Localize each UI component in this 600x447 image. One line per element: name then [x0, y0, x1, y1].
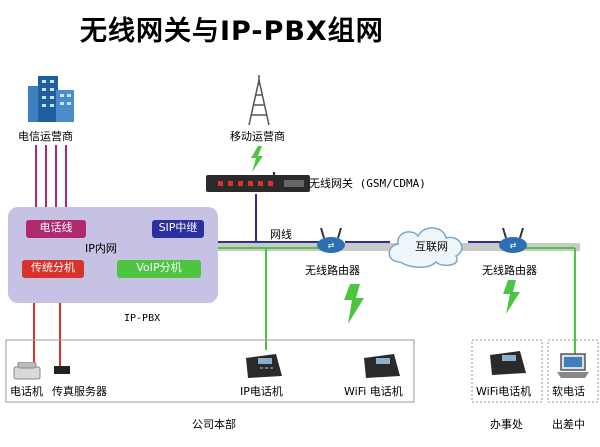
headquarters-label: 公司本部	[192, 418, 236, 431]
ip-phone-icon	[246, 354, 282, 378]
network-cable-label: 网线	[270, 228, 292, 241]
wifi-phone-office-label: WiFi电话机	[476, 385, 532, 398]
business-trip-label: 出差中	[552, 418, 585, 431]
laptop-icon	[557, 353, 589, 378]
svg-text:⇄: ⇄	[328, 241, 335, 250]
wifi-phone-icon	[490, 351, 526, 375]
ippbx-label: IP-PBX	[124, 313, 161, 324]
building-icon	[28, 76, 74, 122]
traditional-extension-label: 传统分机	[22, 260, 84, 278]
wireless-gateway-label: 无线网关 (GSM/CDMA)	[309, 177, 426, 190]
wireless-signal-icon	[251, 146, 263, 172]
ip-intranet-label: IP内网	[85, 242, 117, 255]
fax-server-label: 传真服务器	[52, 385, 107, 398]
router-right-label: 无线路由器	[482, 264, 537, 277]
svg-text:⇄: ⇄	[510, 241, 517, 250]
internet-label: 互联网	[415, 240, 448, 253]
softphone-label: 软电话	[552, 385, 585, 398]
business-trip-frame	[547, 339, 599, 403]
phone-label: 电话机	[10, 385, 43, 398]
sip-trunk-label: SIP中继	[152, 220, 204, 238]
voip-lines	[200, 247, 576, 355]
fax-server-icon	[54, 366, 70, 374]
branch-office-frame	[471, 339, 543, 403]
wireless-gateway-icon	[206, 172, 310, 192]
router-left-label: 无线路由器	[305, 264, 360, 277]
wifi-signal-icon	[344, 284, 364, 324]
branch-office-label: 办事处	[490, 418, 523, 431]
diagram-title: 无线网关与IP-PBX组网	[80, 16, 384, 47]
telecom-operator-label: 电信运营商	[18, 130, 73, 143]
phone-line-label: 电话线	[26, 220, 86, 238]
wifi-phone-hq-label: WiFi 电话机	[344, 385, 403, 398]
internet-cloud-icon	[388, 227, 463, 268]
wifi-phone-icon	[364, 354, 400, 378]
voip-extension-label: VoIP分机	[117, 260, 201, 278]
cell-tower-icon	[248, 75, 270, 125]
wifi-signal-icon	[503, 280, 520, 314]
ip-phone-label: IP电话机	[240, 385, 283, 398]
telephone-icon	[13, 362, 41, 380]
headquarters-frame	[5, 339, 415, 403]
router-left-icon: ⇄	[317, 228, 345, 253]
mobile-operator-label: 移动运营商	[230, 130, 285, 143]
router-right-icon: ⇄	[499, 228, 527, 253]
